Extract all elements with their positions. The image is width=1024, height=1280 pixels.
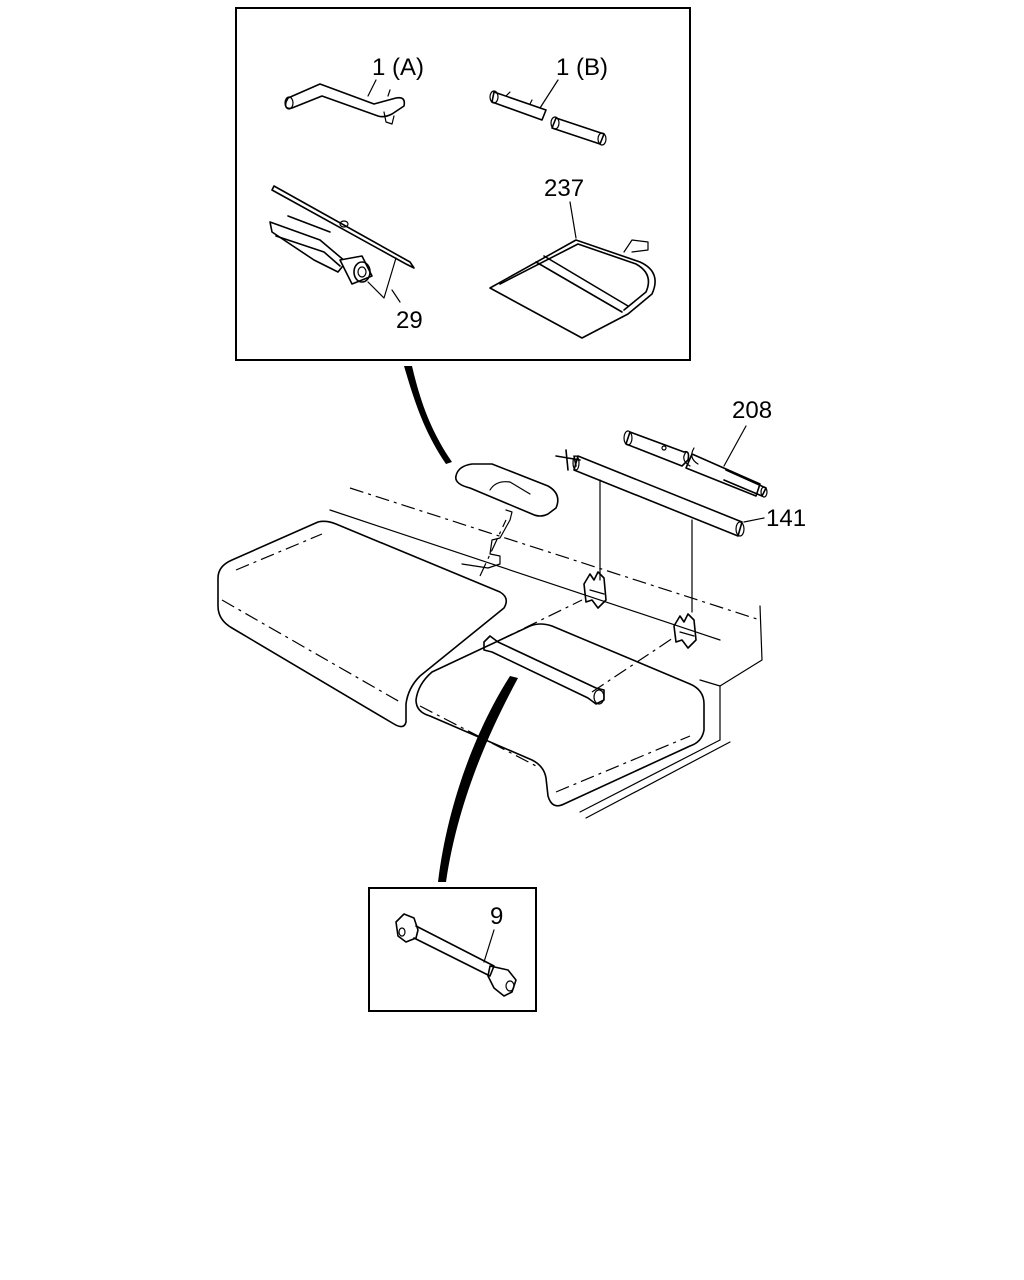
bottom-inset-box: 9 [368, 887, 537, 1012]
tool-bag-in-position [454, 463, 559, 577]
leader-237 [569, 201, 577, 239]
part-1b-extension [489, 90, 607, 146]
connector-bottom [438, 676, 518, 882]
leader-29 [391, 289, 401, 303]
top-inset-box: 1 (A) 1 (B) 29 [235, 7, 691, 361]
part-208-extension [623, 430, 768, 498]
leader-1a [367, 79, 377, 97]
label-1a: 1 (A) [372, 54, 424, 81]
bar-clip-left [583, 571, 607, 609]
part-141-bar [555, 449, 745, 537]
leader-1b [539, 79, 559, 109]
part-1a-handle [284, 83, 406, 125]
label-1b: 1 (B) [556, 54, 608, 81]
part-29-tool-set [269, 185, 415, 299]
label-141: 141 [766, 505, 806, 532]
leader-9 [483, 929, 495, 963]
label-237: 237 [544, 175, 584, 202]
vehicle-floor-scene: 141 208 [217, 397, 806, 819]
label-9: 9 [490, 903, 503, 930]
part-237-tool-bag [489, 239, 656, 339]
connector-top [404, 366, 452, 464]
part-9-wheel-wrench [395, 913, 517, 997]
leader-141 [743, 517, 765, 523]
bar-clip-right [673, 613, 697, 649]
label-29: 29 [396, 307, 423, 334]
rear-seat-cushion-left [217, 520, 508, 728]
wrench-in-position [483, 599, 677, 705]
leader-208 [723, 425, 747, 467]
label-208: 208 [732, 397, 772, 424]
